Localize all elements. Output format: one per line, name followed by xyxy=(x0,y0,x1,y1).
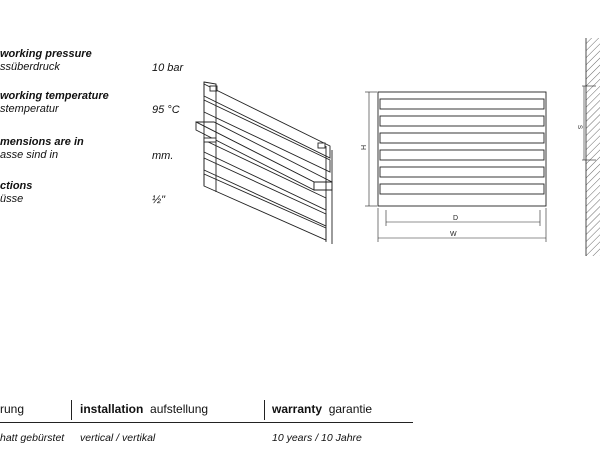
column-divider xyxy=(264,400,265,420)
spec-subtitle: asse sind in xyxy=(0,149,59,161)
dimension-s-label: S xyxy=(576,125,582,129)
spec-title: working pressure xyxy=(0,48,92,60)
footer-col2-header: installation aufstellung xyxy=(80,402,208,416)
footer-col1-value: hatt gebürstet xyxy=(0,432,65,444)
footer-rule xyxy=(0,422,413,423)
footer-col3-header-bold: warranty xyxy=(272,402,323,416)
footer-col3-value: 10 years / 10 Jahre xyxy=(272,432,362,444)
spec-subtitle: üsse xyxy=(0,193,24,205)
spec-title: working temperature xyxy=(0,90,109,102)
spec-connections: ctions üsse xyxy=(0,180,32,206)
spec-value: ½" xyxy=(152,194,166,206)
footer-col2-header-bold: installation xyxy=(80,402,144,416)
dimension-h-label: H xyxy=(361,145,368,150)
spec-title: mensions are in xyxy=(0,136,84,148)
spec-subtitle: ssüberdruck xyxy=(0,61,60,73)
spec-title: ctions xyxy=(0,180,33,192)
front-elevation-drawing xyxy=(365,91,547,242)
side-view-drawing xyxy=(582,38,600,256)
spec-value: 10 bar xyxy=(152,62,184,74)
spec-working-pressure: working pressure ssüberdruck xyxy=(0,48,92,74)
dimension-d-label: D xyxy=(453,215,458,222)
spec-working-temperature: working temperature stemperatur xyxy=(0,90,109,116)
spec-value: 95 °C xyxy=(152,104,180,116)
dimension-w-label: W xyxy=(450,231,457,238)
spec-subtitle: stemperatur xyxy=(0,103,59,115)
spec-value: mm. xyxy=(152,150,174,162)
footer-col2-value: vertical / vertikal xyxy=(80,432,156,444)
footer-col1-header-normal: rung xyxy=(0,402,25,416)
isometric-radiator-drawing xyxy=(195,81,333,244)
footer-col3-header-normal: garantie xyxy=(328,402,373,416)
spec-dimensions: mensions are in asse sind in xyxy=(0,136,84,162)
footer-col3-header: warranty garantie xyxy=(272,402,372,416)
footer-col1-header: rung xyxy=(0,402,24,416)
column-divider xyxy=(71,400,72,420)
footer-col2-header-normal: aufstellung xyxy=(150,402,209,416)
